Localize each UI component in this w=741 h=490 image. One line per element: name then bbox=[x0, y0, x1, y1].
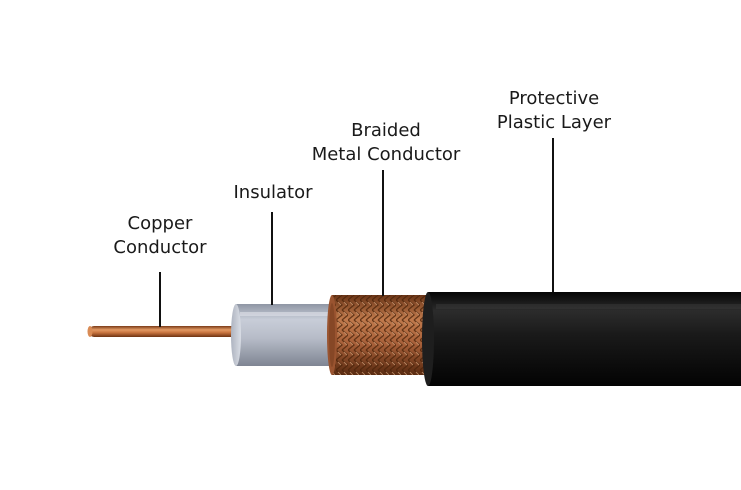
braided-metal-conductor-label: Braided Metal Conductor bbox=[300, 119, 472, 167]
braided-label-line1: Braided bbox=[351, 120, 421, 141]
insulator-label: Insulator bbox=[226, 181, 320, 205]
insulator-layer bbox=[231, 304, 336, 366]
protective-plastic-layer-label: Protective Plastic Layer bbox=[488, 87, 620, 135]
protective-plastic-layer bbox=[422, 292, 741, 386]
protective-label-line2: Plastic Layer bbox=[496, 112, 612, 133]
copper-conductor bbox=[87, 326, 239, 337]
copper-label-line1: Copper bbox=[127, 213, 193, 234]
protective-label-line1: Protective bbox=[508, 88, 600, 109]
braided-label-line2: Metal Conductor bbox=[311, 144, 461, 165]
braided-metal-conductor bbox=[327, 295, 432, 375]
copper-conductor-label: Copper Conductor bbox=[104, 212, 216, 260]
insulator-label-line1: Insulator bbox=[233, 182, 313, 203]
copper-label-line2: Conductor bbox=[113, 237, 207, 258]
